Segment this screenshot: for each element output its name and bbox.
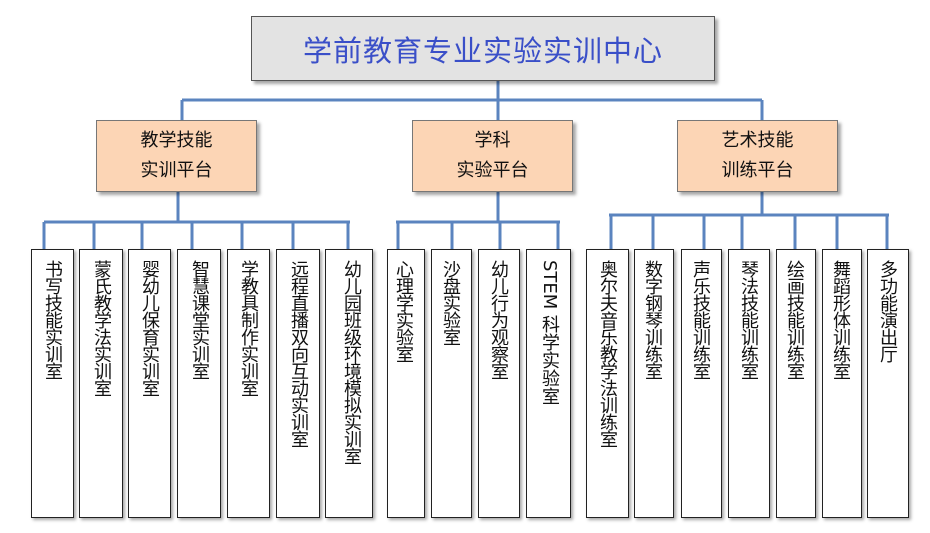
room-box: 奥尔夫音乐教学法训练室 [586,249,629,518]
room-label: 书写技能实训室 [42,260,63,379]
room-label: 多功能演出厅 [877,260,898,362]
room-label: 幼儿行为观察室 [488,260,509,379]
room-label: 学教具制作实训室 [238,260,259,396]
room-box: 琴法技能训练室 [728,249,770,518]
room-label: 绘画技能训练室 [784,260,805,379]
room-box: 远程直播双向互动实训室 [276,249,320,518]
platform-subject-experiment: 学科 实验平台 [412,120,573,192]
platform-label: 教学技能 实训平台 [140,130,213,181]
room-label: STEM 科学实验室 [539,260,560,406]
room-label: 奥尔夫音乐教学法训练室 [597,260,618,447]
room-label: 婴幼儿保育实训室 [139,260,160,396]
room-box: 蒙氏教学法实训室 [79,249,123,518]
platform-label: 学科 实验平台 [456,130,529,181]
room-box: 学教具制作实训室 [227,249,270,518]
room-box: 多功能演出厅 [867,249,909,518]
room-label: 幼儿园班级环境模拟实训室 [341,260,362,464]
room-box: 绘画技能训练室 [776,249,816,518]
room-box: 幼儿园班级环境模拟实训室 [325,249,373,518]
room-box: 书写技能实训室 [31,249,74,518]
room-box: 舞蹈形体训练室 [822,249,862,518]
platform-teaching-skills: 教学技能 实训平台 [96,120,257,192]
room-box: 沙盘实验室 [431,249,472,518]
platform-label: 艺术技能 训练平台 [721,130,794,181]
platform-arts-skills: 艺术技能 训练平台 [677,120,838,192]
room-box: 智慧课堂实训室 [177,249,221,518]
room-label: 远程直播双向互动实训室 [288,260,309,447]
room-label: 沙盘实验室 [440,260,461,345]
room-box: 心理学实验室 [387,249,425,518]
room-label: 心理学实验室 [393,260,414,362]
center-title-box: 学前教育专业实验实训中心 [251,16,715,81]
room-label: 舞蹈形体训练室 [830,260,851,379]
room-label: 数字钢琴训练室 [642,260,663,379]
center-title: 学前教育专业实验实训中心 [302,33,663,68]
room-label: 蒙氏教学法实训室 [91,260,112,396]
room-label: 智慧课堂实训室 [189,260,210,379]
room-label: 声乐技能训练室 [690,260,711,379]
room-box: 声乐技能训练室 [681,249,722,518]
room-label: 琴法技能训练室 [738,260,759,379]
room-box: 数字钢琴训练室 [634,249,674,518]
room-box: 幼儿行为观察室 [478,249,520,518]
room-box: STEM 科学实验室 [526,249,571,518]
room-box: 婴幼儿保育实训室 [128,249,171,518]
